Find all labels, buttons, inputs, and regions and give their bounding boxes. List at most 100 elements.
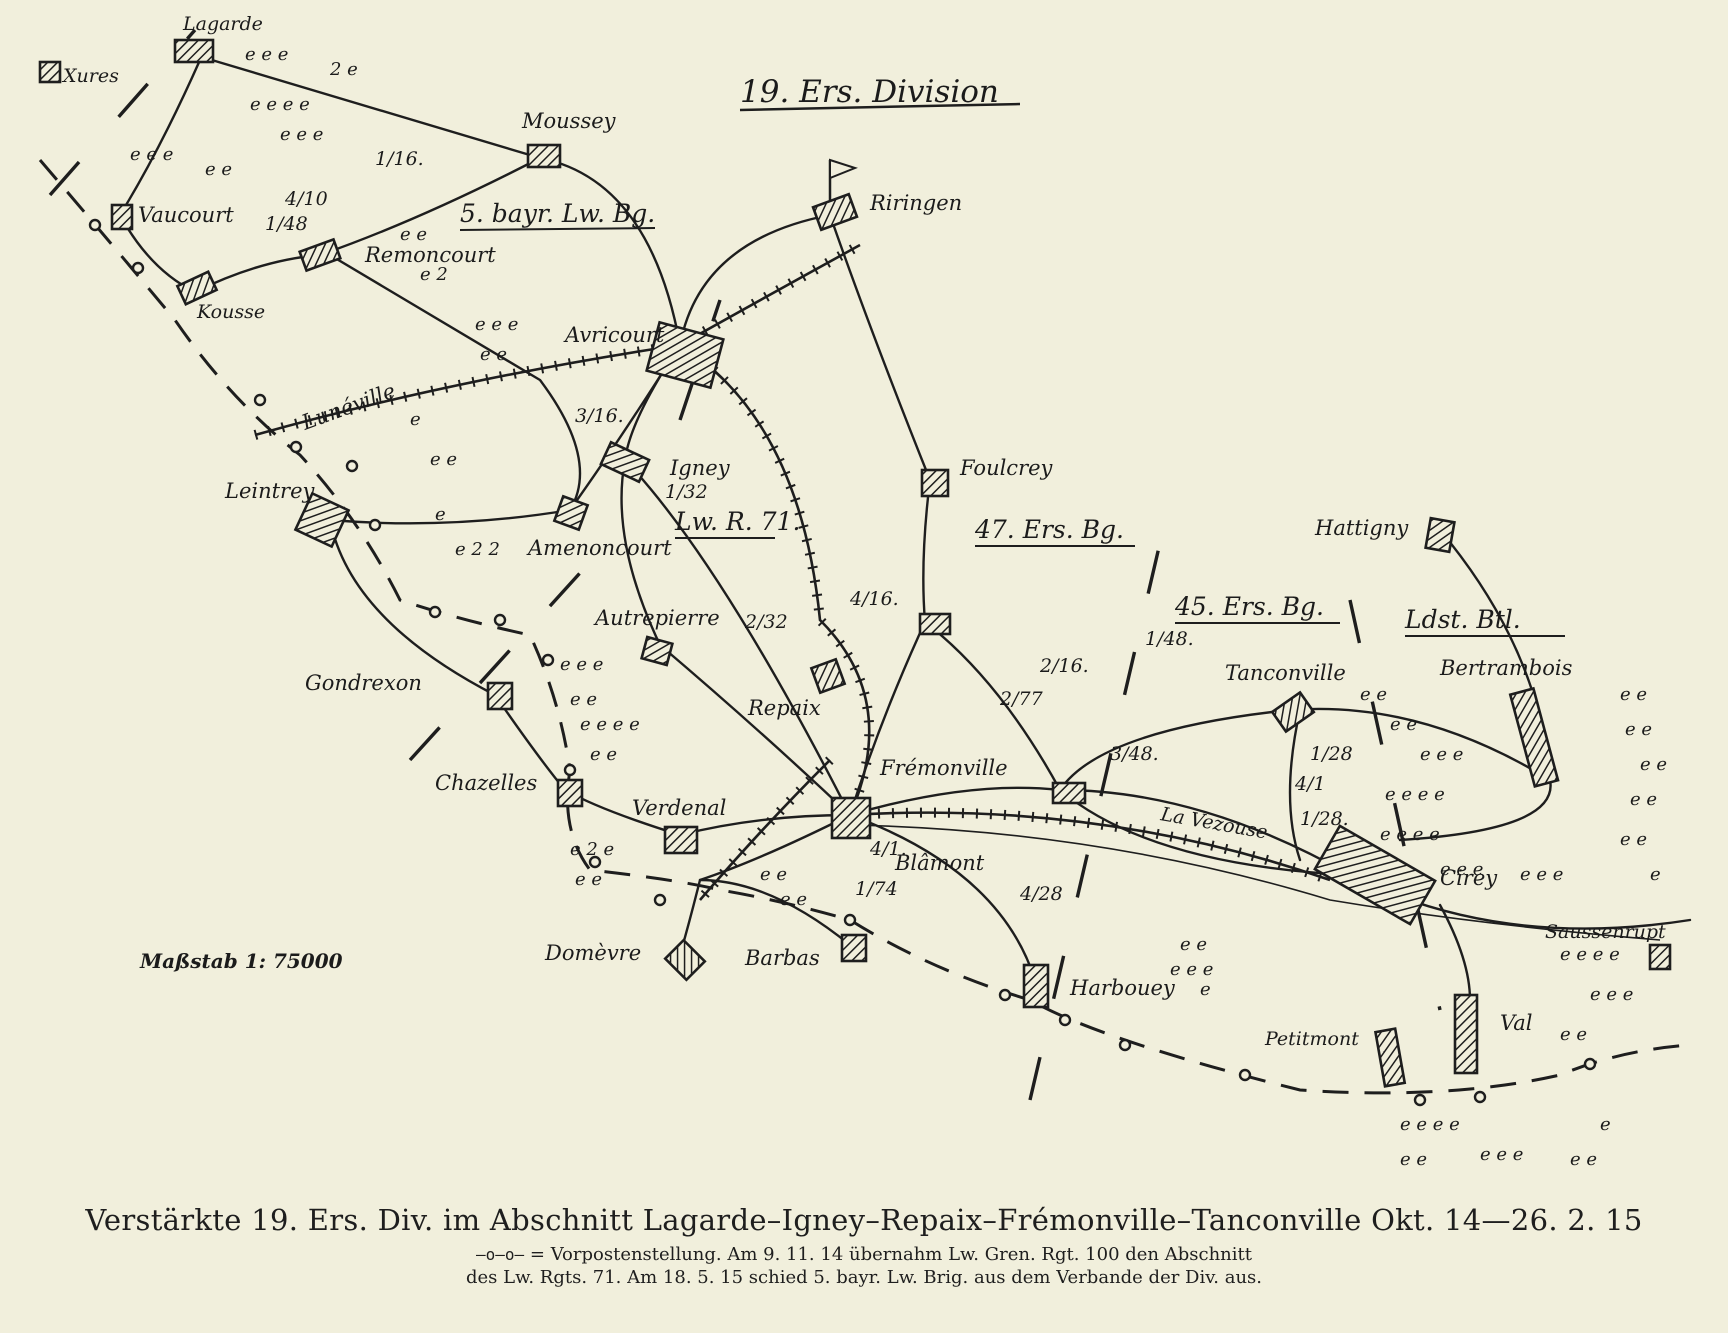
outpost-line bbox=[38, 159, 1691, 1107]
unit-lw-r-71: Lw. R. 71. bbox=[674, 507, 800, 536]
svg-text:e e e: e e e bbox=[130, 144, 173, 165]
svg-text:e e: e e bbox=[205, 159, 232, 180]
svg-text:e e: e e bbox=[1390, 714, 1417, 735]
place-autrepierre: Autrepierre bbox=[593, 606, 720, 630]
detachment-label: 1/28. bbox=[1300, 808, 1349, 830]
place-domevre: Domèvre bbox=[544, 941, 641, 965]
svg-text:e e: e e bbox=[1620, 684, 1647, 705]
place-chazelles: Chazelles bbox=[435, 771, 537, 795]
svg-text:e e e e: e e e e bbox=[250, 94, 310, 115]
detachment-label: 4/1. bbox=[869, 838, 907, 860]
svg-text:e e: e e bbox=[430, 449, 457, 470]
svg-text:e e e: e e e bbox=[560, 654, 603, 675]
svg-text:e e: e e bbox=[1400, 1149, 1427, 1170]
detachment-label: 2/77 bbox=[999, 688, 1044, 710]
svg-text:e: e bbox=[1200, 979, 1211, 1000]
detachment-label: 4/1 bbox=[1294, 773, 1326, 795]
detachment-label: 1/48. bbox=[1145, 628, 1194, 650]
svg-text:e e: e e bbox=[780, 889, 807, 910]
place-labels: Lagarde Xures Moussey Riringen Vaucourt … bbox=[61, 13, 1666, 1050]
map-title-group: 19. Ers. Division bbox=[739, 74, 1021, 112]
caption-note: —o—o— = Vorpostenstellung. Am 9. 11. 14 … bbox=[0, 1243, 1728, 1289]
svg-text:e e e: e e e bbox=[1520, 864, 1563, 885]
place-lagarde: Lagarde bbox=[182, 13, 263, 35]
svg-text:e e e: e e e bbox=[245, 44, 288, 65]
svg-text:e 2 2: e 2 2 bbox=[455, 539, 500, 560]
detachment-label: 4/16. bbox=[849, 588, 899, 610]
svg-text:e e e e: e e e e bbox=[1560, 944, 1620, 965]
svg-text:e e: e e bbox=[575, 869, 602, 890]
place-remoncourt: Remoncourt bbox=[364, 243, 496, 267]
place-xures: Xures bbox=[61, 65, 119, 87]
svg-text:e e: e e bbox=[1360, 684, 1387, 705]
place-vaucourt: Vaucourt bbox=[138, 203, 234, 227]
sector-map: e e e 2 e e e e e e e e e e e e e e e e … bbox=[38, 13, 1692, 1170]
detachment-label: 1/16. bbox=[375, 148, 424, 170]
place-leintrey: Leintrey bbox=[224, 479, 316, 503]
forest-symbols: e e e 2 e e e e e e e e e e e e e e e e … bbox=[130, 44, 1667, 1170]
svg-text:e e: e e bbox=[480, 344, 507, 365]
section-boundaries bbox=[48, 28, 1442, 1101]
svg-text:e: e bbox=[410, 409, 421, 430]
place-fremonville: Frémonville bbox=[879, 756, 1008, 780]
svg-text:e e e: e e e bbox=[475, 314, 518, 335]
svg-text:e e: e e bbox=[1625, 719, 1652, 740]
place-verdenal: Verdenal bbox=[632, 796, 726, 820]
place-riringen: Riringen bbox=[869, 191, 962, 215]
villages bbox=[38, 38, 1672, 1088]
svg-text:e e e: e e e bbox=[1590, 984, 1633, 1005]
svg-text:e e e: e e e bbox=[1420, 744, 1463, 765]
place-foulcrey: Foulcrey bbox=[959, 456, 1054, 480]
svg-text:e e e: e e e bbox=[280, 124, 323, 145]
detachment-label: 1/48 bbox=[265, 213, 308, 235]
place-cirey: Cirey bbox=[1440, 866, 1498, 890]
unit-ldst-btl: Ldst. Btl. bbox=[1404, 605, 1521, 634]
place-moussey: Moussey bbox=[521, 109, 617, 133]
caption-note-line1: = Vorpostenstellung. Am 9. 11. 14 überna… bbox=[529, 1244, 1252, 1265]
place-kousse: Kousse bbox=[196, 301, 265, 323]
svg-text:e e: e e bbox=[1560, 1024, 1587, 1045]
svg-text:e e e e: e e e e bbox=[1380, 824, 1440, 845]
place-harbouey: Harbouey bbox=[1069, 976, 1176, 1000]
caption-note-line2: des Lw. Rgts. 71. Am 18. 5. 15 schied 5.… bbox=[465, 1267, 1263, 1288]
place-saussenrupt: Saussenrupt bbox=[1545, 921, 1666, 943]
place-repaix: Repaix bbox=[747, 696, 821, 720]
unit-45-ers-bg: 45. Ers. Bg. bbox=[1174, 592, 1324, 621]
svg-text:e e: e e bbox=[1620, 829, 1647, 850]
svg-text:e e: e e bbox=[1640, 754, 1667, 775]
detachment-labels: 1/16. 3/16. 4/16. 2/16. 4/10 1/48 1/48. … bbox=[265, 148, 1353, 905]
caption-title: Verstärkte 19. Ers. Div. im Abschnitt La… bbox=[85, 1203, 1643, 1237]
svg-text:e e: e e bbox=[1180, 934, 1207, 955]
svg-text:e e e: e e e bbox=[1480, 1144, 1523, 1165]
svg-text:e e: e e bbox=[1630, 789, 1657, 810]
svg-text:e 2: e 2 bbox=[420, 264, 448, 285]
detachment-label: 1/32 bbox=[665, 481, 708, 503]
place-hattigny: Hattigny bbox=[1314, 516, 1409, 540]
place-bertrambois: Bertrambois bbox=[1439, 656, 1573, 680]
place-blamont: Blâmont bbox=[894, 851, 985, 875]
place-gondrexon: Gondrexon bbox=[305, 671, 422, 695]
outpost-legend-symbol: —o—o— bbox=[475, 1245, 525, 1264]
unit-47-ers-bg: 47. Ers. Bg. bbox=[974, 515, 1124, 544]
map-scale: Maßstab 1: 75000 bbox=[139, 949, 343, 973]
svg-text:e e: e e bbox=[760, 864, 787, 885]
place-igney: Igney bbox=[669, 456, 731, 480]
detachment-label: 2/16. bbox=[1039, 655, 1089, 677]
svg-text:e: e bbox=[1600, 1114, 1611, 1135]
svg-text:e e: e e bbox=[590, 744, 617, 765]
caption: Verstärkte 19. Ers. Div. im Abschnitt La… bbox=[0, 1195, 1728, 1289]
detachment-label: 1/28 bbox=[1310, 743, 1353, 765]
svg-text:e e e e: e e e e bbox=[580, 714, 640, 735]
river-la-vezouse bbox=[849, 824, 1661, 941]
place-barbas: Barbas bbox=[744, 946, 820, 970]
detachment-label: 2/32 bbox=[744, 611, 788, 633]
place-amenoncourt: Amenoncourt bbox=[526, 536, 672, 560]
svg-text:e 2 e: e 2 e bbox=[570, 839, 614, 860]
detachment-label: 3/48. bbox=[1110, 743, 1159, 765]
svg-text:e e e: e e e bbox=[1440, 859, 1483, 880]
svg-text:e: e bbox=[1650, 864, 1661, 885]
place-avricourt: Avricourt bbox=[563, 323, 665, 347]
svg-text:e e e e: e e e e bbox=[1400, 1114, 1460, 1135]
place-tanconville: Tanconville bbox=[1225, 661, 1346, 685]
flag-icon bbox=[828, 158, 858, 200]
